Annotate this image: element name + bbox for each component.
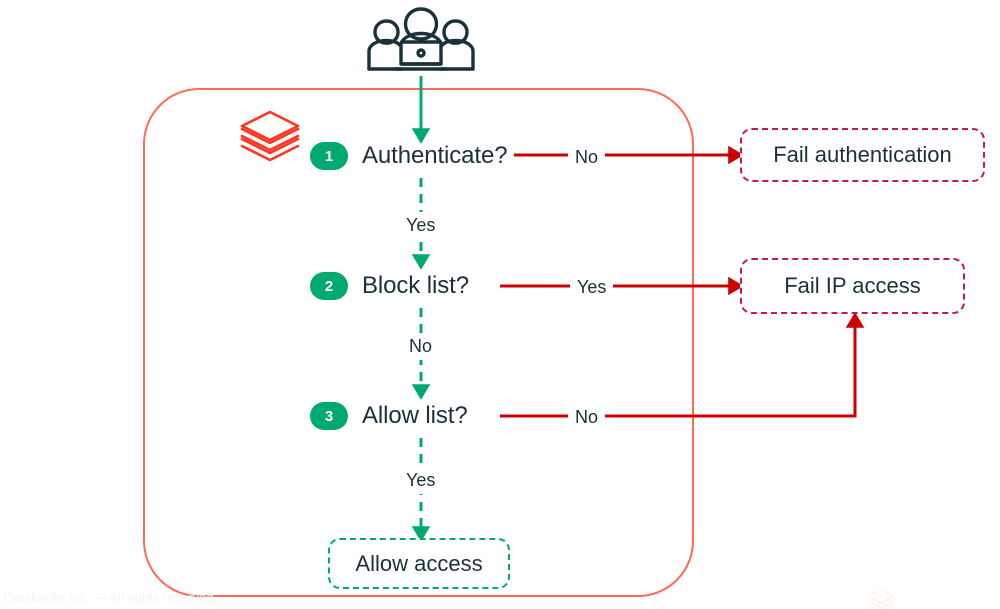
decision-node-allow-list[interactable]: 3 Allow list? (310, 396, 468, 436)
branch-label-no-authenticate: No (568, 145, 606, 170)
users-group-icon (360, 6, 482, 72)
terminal-fail-authentication[interactable]: Fail authentication (740, 128, 985, 182)
databricks-watermark-icon (866, 588, 896, 609)
terminal-label-allow-access: Allow access (355, 550, 483, 576)
decision-label-block-list: Block list? (362, 272, 469, 299)
footer-copyright: Databricks Inc. — All rights reserved (4, 590, 214, 605)
terminal-fail-ip-access[interactable]: Fail IP access (740, 258, 965, 314)
step-badge-3: 3 (310, 402, 348, 430)
terminal-label-fail-ip-access: Fail IP access (784, 273, 921, 298)
step-badge-2: 2 (310, 272, 348, 300)
branch-label-no-allow-list: No (568, 405, 606, 430)
decision-label-allow-list: Allow list? (362, 402, 468, 429)
path-label-no-block-list: No (403, 333, 439, 360)
step-badge-1: 1 (310, 142, 348, 170)
decision-node-block-list[interactable]: 2 Block list? (310, 266, 469, 306)
decision-node-authenticate[interactable]: 1 Authenticate? (310, 136, 508, 176)
databricks-layers-icon (238, 108, 302, 170)
terminal-label-fail-authentication: Fail authentication (773, 142, 952, 167)
terminal-allow-access[interactable]: Allow access (328, 538, 510, 589)
path-label-yes-authenticate: Yes (400, 212, 442, 239)
path-label-yes-allow-list: Yes (400, 467, 442, 494)
decision-label-authenticate: Authenticate? (362, 142, 508, 169)
branch-label-yes-block-list: Yes (570, 275, 614, 300)
